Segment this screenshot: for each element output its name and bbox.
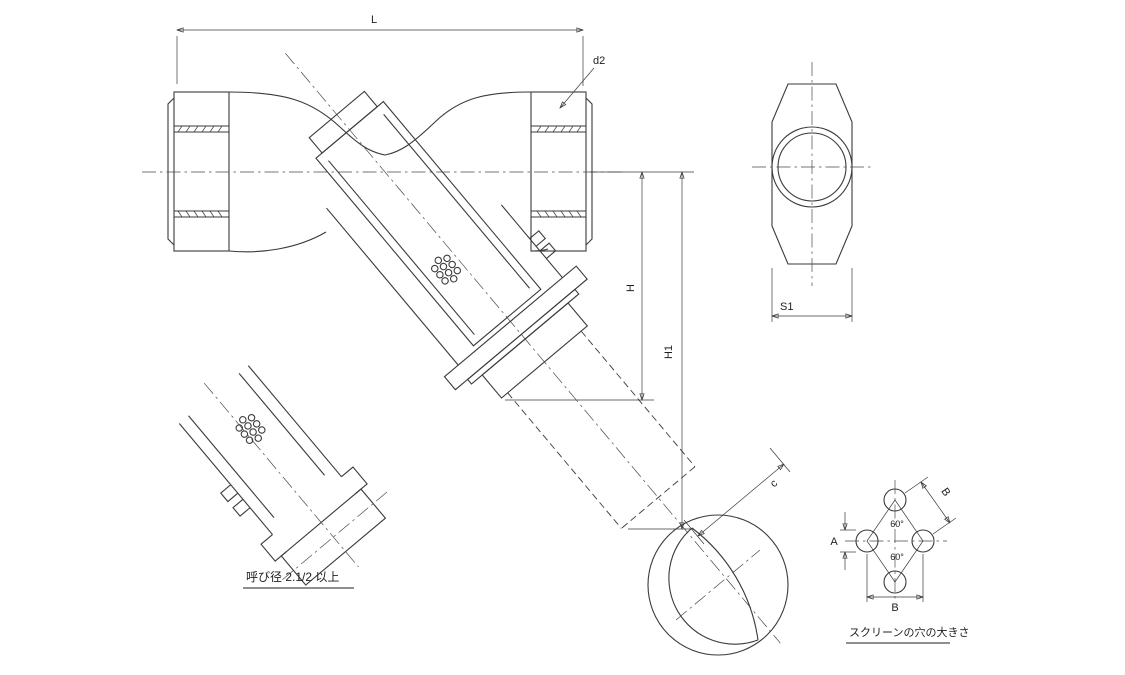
end-view: S1 [752, 62, 872, 322]
hole-right [911, 529, 935, 553]
hole-bottom [883, 570, 907, 594]
cartridge-head [308, 90, 378, 154]
left-socket-threads [177, 125, 223, 218]
body-bottom-right-edge [530, 248, 549, 252]
branch-flange [443, 265, 588, 391]
body-bottom-left-edge [228, 231, 327, 253]
dim-S1-label: S1 [780, 301, 793, 313]
dim-c-label: c [768, 477, 780, 490]
dimension-L: L [176, 14, 584, 86]
note-screen-hole-size-text: スクリーンの穴の大きさ [849, 625, 969, 639]
dimension-A: A [830, 512, 856, 570]
dim-d2-label: d2 [593, 55, 605, 67]
dim-B-horizontal-label: B [891, 602, 898, 614]
right-socket-flange [585, 97, 593, 246]
detail-clip-hooks [220, 484, 251, 517]
dimension-H1: H1 [628, 172, 694, 530]
body-top-edge [228, 91, 532, 156]
main-view [167, 91, 593, 253]
note-nominal-bore: 呼び径 2.1/2 以上 [243, 570, 354, 589]
dim-L-label: L [371, 14, 377, 26]
angle-60-upper: 60° [890, 519, 904, 529]
branch-wall-lower [326, 207, 459, 366]
clip-hooks [529, 230, 557, 259]
cap-wrench-arc-2 [691, 527, 759, 641]
dim-H1-label: H1 [663, 345, 675, 359]
dim-B-diagonal-label: B [938, 486, 952, 499]
detail-seat-upper [341, 466, 368, 494]
dimension-B-horizontal: B [866, 554, 924, 614]
detail-view [178, 365, 388, 586]
detail-screen-holes [235, 413, 266, 445]
centerline-branch-axis [285, 53, 781, 644]
hole-left [855, 529, 879, 553]
dim-H-label: H [625, 284, 637, 292]
hole-top [883, 488, 907, 512]
branch-wall-upper [500, 204, 563, 279]
left-socket-flange [167, 97, 175, 246]
dim-A-label: A [830, 536, 838, 548]
screen-holes [431, 254, 462, 285]
dimension-H: H [505, 171, 694, 401]
note-screen-hole-size: スクリーンの穴の大きさ [846, 625, 969, 644]
angle-60-lower: 60° [890, 552, 904, 562]
screen-hole-pattern: 60° 60° A B B [830, 476, 957, 614]
note-nominal-bore-text: 呼び径 2.1/2 以上 [246, 570, 339, 584]
pitch-lines [866, 499, 924, 583]
dimension-c: c [683, 447, 791, 545]
label-d2: d2 [560, 55, 605, 108]
branch-assembly [285, 53, 781, 644]
left-socket [173, 91, 230, 252]
right-socket-threads [536, 125, 582, 218]
dimension-S1: S1 [771, 268, 853, 322]
cap-wrench-arc-1 [668, 527, 759, 645]
cap-view [647, 514, 789, 656]
right-socket [530, 91, 587, 252]
end-view-body [771, 83, 853, 265]
branch-cap [481, 302, 589, 399]
